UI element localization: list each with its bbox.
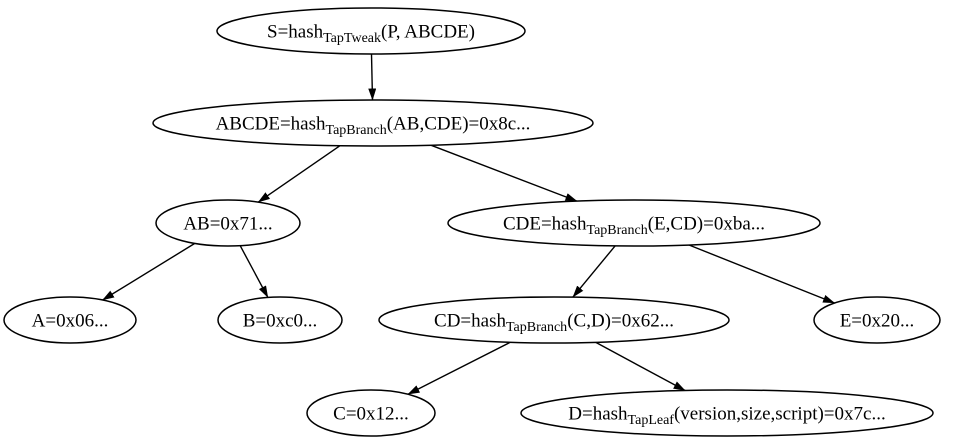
label-subscript-text: TapLeaf <box>628 413 675 428</box>
label-subscript-text: TapBranch <box>506 320 567 335</box>
node-E: E=0x20... <box>813 296 941 344</box>
node-S-label: S=hashTapTweak(P, ABCDE) <box>267 22 475 47</box>
label-trailing-text: (P, ABCDE) <box>381 22 475 43</box>
node-CD-label: CD=hashTapBranch(C,D)=0x62... <box>434 311 674 336</box>
node-CDE-ellipse <box>447 199 821 247</box>
node-A-ellipse <box>3 296 137 344</box>
label-subscript-text: TapBranch <box>587 223 648 238</box>
node-B-label: B=0xc0... <box>243 311 318 332</box>
edge-CDE-CD <box>572 245 616 298</box>
node-CDE-label: CDE=hashTapBranch(E,CD)=0xba... <box>503 214 765 239</box>
node-CD-ellipse <box>378 296 730 344</box>
node-ABCDE-label: ABCDE=hashTapBranch(AB,CDE)=0x8c... <box>216 114 531 139</box>
node-CDE: CDE=hashTapBranch(E,CD)=0xba... <box>447 199 821 247</box>
label-subscript-text: TapBranch <box>326 123 387 138</box>
edge-ABCDE-AB <box>257 145 341 203</box>
label-main-text: CDE=hash <box>503 214 587 235</box>
label-main-text: A=0x06... <box>32 311 109 332</box>
label-trailing-text: (C,D)=0x62... <box>567 311 674 332</box>
edge-S-ABCDE <box>368 53 377 101</box>
node-D: D=hashTapLeaf(version,size,script)=0x7c.… <box>520 389 934 437</box>
label-main-text: S=hash <box>267 22 324 43</box>
node-C: C=0x12... <box>306 389 436 437</box>
node-S: S=hashTapTweak(P, ABCDE) <box>216 7 526 55</box>
node-AB: AB=0x71... <box>155 199 301 247</box>
label-main-text: AB=0x71... <box>183 214 272 235</box>
edge-ABCDE-CDE <box>430 144 578 202</box>
edge-CD-D <box>595 341 686 392</box>
label-main-text: E=0x20... <box>840 311 915 332</box>
label-main-text: B=0xc0... <box>243 311 318 332</box>
node-B: B=0xc0... <box>217 296 343 344</box>
node-ABCDE-ellipse <box>152 99 594 147</box>
node-D-ellipse <box>520 389 934 437</box>
node-E-label: E=0x20... <box>840 311 915 332</box>
label-trailing-text: (version,size,script)=0x7c... <box>674 404 886 425</box>
edges-layer <box>102 53 835 395</box>
node-AB-label: AB=0x71... <box>183 214 272 235</box>
node-D-label: D=hashTapLeaf(version,size,script)=0x7c.… <box>568 404 885 429</box>
node-A-label: A=0x06... <box>32 311 109 332</box>
node-C-ellipse <box>306 389 436 437</box>
node-ABCDE: ABCDE=hashTapBranch(AB,CDE)=0x8c... <box>152 99 594 147</box>
node-C-label: C=0x12... <box>333 404 409 425</box>
label-main-text: CD=hash <box>434 311 506 332</box>
node-A: A=0x06... <box>3 296 137 344</box>
edge-CD-C <box>407 341 511 395</box>
label-trailing-text: (E,CD)=0xba... <box>648 214 765 235</box>
label-main-text: ABCDE=hash <box>216 114 326 135</box>
nodes-layer: S=hashTapTweak(P, ABCDE)ABCDE=hashTapBra… <box>3 7 941 437</box>
node-E-ellipse <box>813 296 941 344</box>
node-S-ellipse <box>216 7 526 55</box>
node-AB-ellipse <box>155 199 301 247</box>
edge-CDE-E <box>688 244 835 304</box>
label-main-text: C=0x12... <box>333 404 409 425</box>
label-subscript-text: TapTweak <box>323 31 381 46</box>
node-CD: CD=hashTapBranch(C,D)=0x62... <box>378 296 730 344</box>
label-trailing-text: (AB,CDE)=0x8c... <box>387 114 531 135</box>
edge-AB-B <box>239 245 269 298</box>
label-main-text: D=hash <box>568 404 628 425</box>
node-B-ellipse <box>217 296 343 344</box>
edge-AB-A <box>102 242 196 301</box>
